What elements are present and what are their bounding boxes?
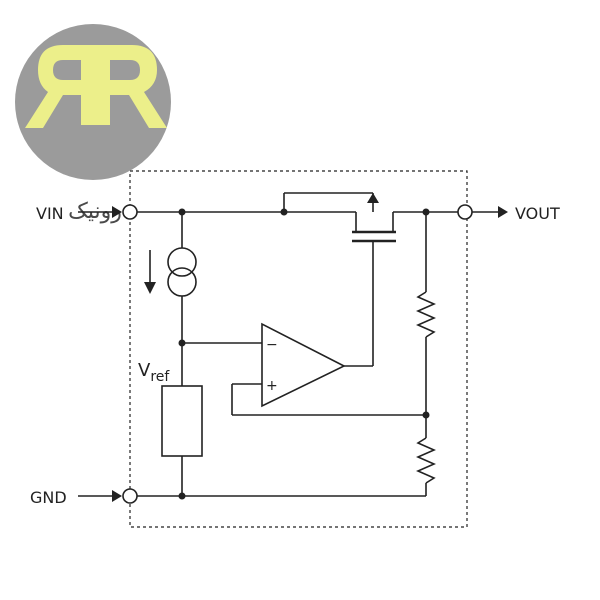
junction-dot <box>178 492 186 500</box>
ic-boundary <box>129 170 468 528</box>
vout-label: VOUT <box>515 204 560 223</box>
rr-logo-icon <box>15 24 171 180</box>
current-source-icon <box>144 212 197 386</box>
opamp-plus-label: + <box>266 378 278 394</box>
resistor-bottom-icon <box>416 437 436 484</box>
vin-arrow-icon <box>78 206 122 218</box>
vout-arrow-icon <box>472 206 508 218</box>
gnd-arrow-icon <box>78 490 122 502</box>
vout-pin <box>457 204 473 220</box>
pmos-transistor-icon <box>283 192 396 366</box>
gnd-pin <box>122 488 138 504</box>
reference-block <box>161 385 203 457</box>
op-amp-icon <box>182 322 426 416</box>
vref-label: Vref <box>138 360 170 385</box>
gnd-label: GND <box>30 488 67 507</box>
resistor-top-icon <box>416 291 436 338</box>
vin-pin <box>122 204 138 220</box>
opamp-minus-label: − <box>266 337 278 353</box>
junction-dot <box>422 411 430 419</box>
vin-label: VIN <box>36 204 64 223</box>
